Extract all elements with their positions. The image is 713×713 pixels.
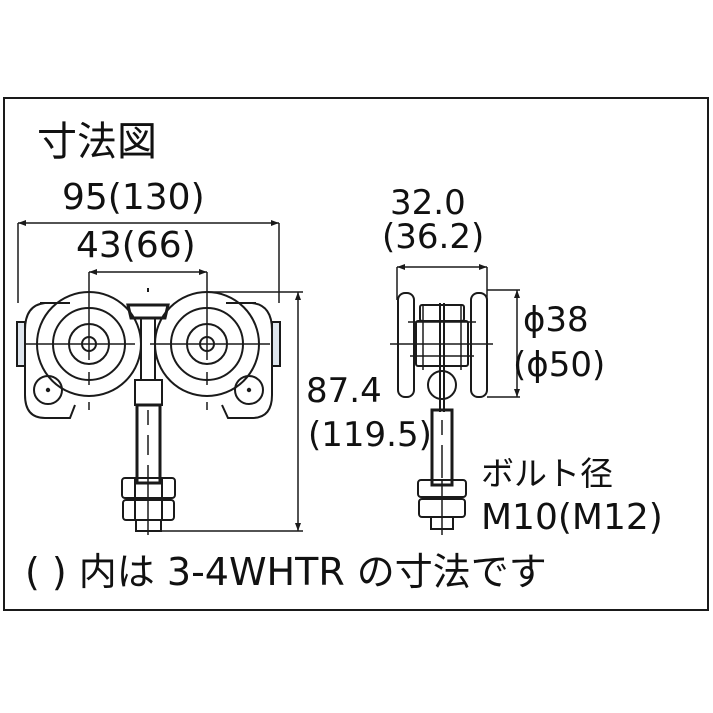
bolt-diameter-caption: ボルト径 xyxy=(481,454,613,493)
footnote: ( ) 内は 3-4WHTR の寸法です xyxy=(25,550,547,594)
wheel-diameter-label: ϕ38 xyxy=(523,300,589,340)
diagram-frame xyxy=(3,97,709,611)
side-width-label: 32.0 xyxy=(390,183,466,223)
height-alt-label: (119.5) xyxy=(308,415,432,455)
overall-width-label: 95(130) xyxy=(62,177,205,218)
bolt-size-label: M10(M12) xyxy=(481,497,663,538)
diagram-title: 寸法図 xyxy=(37,119,157,165)
height-label: 87.4 xyxy=(306,371,382,411)
side-view-drawing xyxy=(390,264,520,535)
wheel-diameter-alt-label: (ϕ50) xyxy=(513,345,606,385)
front-view-drawing xyxy=(16,220,303,535)
side-width-alt-label: (36.2) xyxy=(382,217,485,257)
wheel-spacing-label: 43(66) xyxy=(76,225,196,266)
